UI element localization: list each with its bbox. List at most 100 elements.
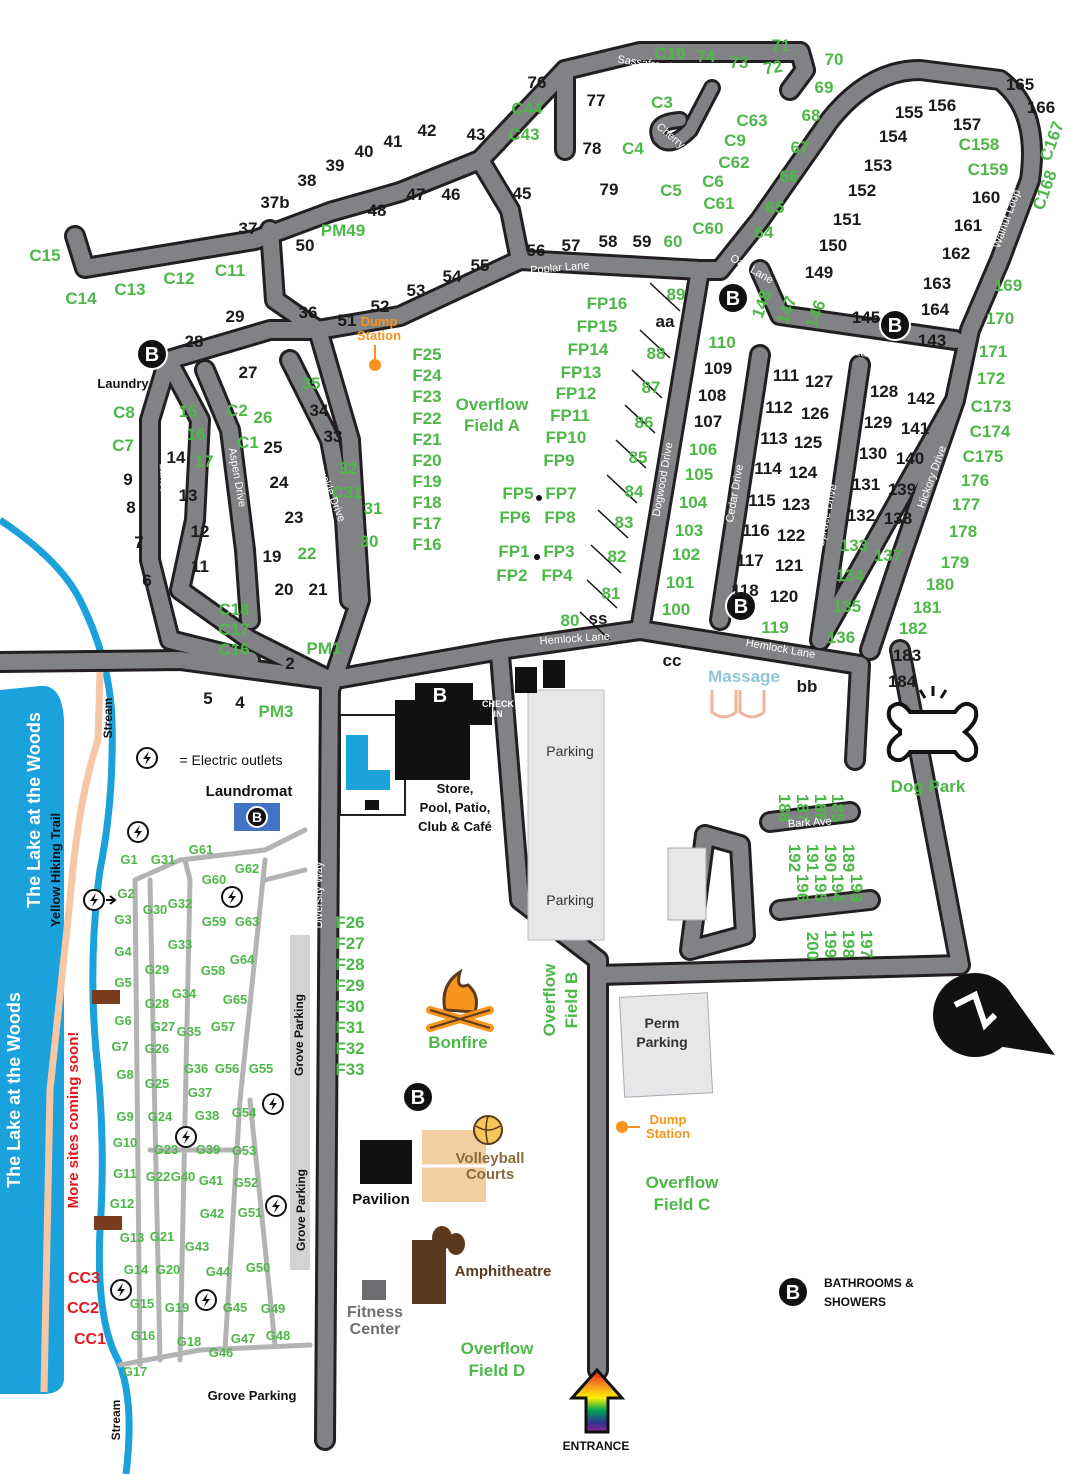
- site-122: 122: [777, 526, 805, 545]
- site-g28: G28: [145, 996, 170, 1011]
- site-g38: G38: [195, 1108, 220, 1123]
- site-56: 56: [527, 241, 546, 260]
- overflow-tick: [597, 509, 629, 539]
- site-c8: C8: [113, 403, 135, 422]
- site-g48: G48: [266, 1328, 291, 1343]
- site-g3: G3: [114, 912, 131, 927]
- site-170: 170: [986, 309, 1014, 328]
- site-179: 179: [941, 553, 969, 572]
- site-c4: C4: [622, 139, 644, 158]
- grove-parking-label-2: Grove Parking: [294, 1169, 308, 1251]
- stream: [0, 517, 133, 1474]
- site-g24: G24: [148, 1109, 173, 1124]
- site-110: 110: [708, 333, 735, 352]
- site-39: 39: [326, 156, 345, 175]
- upper-chestnut-drive-label: Upper Chestnut Drive: [380, 356, 410, 462]
- electric-outlets-legend-label: = Electric outlets: [179, 752, 282, 768]
- site-f27: F27: [335, 934, 364, 953]
- site-187: 187: [793, 794, 812, 822]
- site-c60: C60: [692, 219, 723, 238]
- site-67: 67: [791, 138, 810, 157]
- site-c14: C14: [65, 289, 97, 308]
- site-43: 43: [467, 125, 486, 144]
- site-100: 100: [662, 600, 690, 619]
- site-38: 38: [298, 171, 317, 190]
- site-c174: C174: [970, 422, 1011, 441]
- site-g9: G9: [116, 1109, 133, 1124]
- site-194: 194: [828, 874, 847, 903]
- site-190: 190: [821, 844, 840, 872]
- dump-station-pin-1: [369, 345, 381, 371]
- site-42: 42: [418, 121, 437, 140]
- site-c11: C11: [215, 261, 245, 280]
- site-126: 126: [801, 404, 829, 423]
- dump-station-pin-2: [616, 1121, 640, 1133]
- site-f25: F25: [412, 345, 441, 364]
- site-g10: G10: [113, 1135, 138, 1150]
- site-cc2: CC2: [67, 1300, 99, 1317]
- site-15: 15: [179, 402, 198, 421]
- site-g46: G46: [209, 1345, 234, 1360]
- site-fp14: FP14: [568, 340, 609, 359]
- site-115: 115: [748, 491, 775, 510]
- bathroom-icon: B: [246, 806, 268, 828]
- site-188: 188: [775, 794, 794, 822]
- footbridge-2: [94, 1216, 122, 1230]
- site-g41: G41: [199, 1173, 224, 1188]
- entrance-label: ENTRANCE: [563, 1439, 630, 1453]
- site-200: 200: [803, 932, 822, 960]
- site-g16: G16: [131, 1328, 156, 1343]
- site-20: 20: [275, 580, 294, 599]
- site-g34: G34: [172, 986, 197, 1001]
- bathroom-letter: B: [433, 685, 447, 707]
- site-162: 162: [942, 244, 970, 263]
- site-c44: C44: [511, 99, 543, 118]
- stream-label-upper: Stream: [101, 698, 115, 739]
- site-9: 9: [123, 470, 132, 489]
- site-197: 197: [857, 930, 876, 958]
- site-45: 45: [513, 184, 532, 203]
- site-177: 177: [952, 495, 980, 514]
- electric-outlet-icon: [221, 886, 243, 908]
- overflow-tick: [586, 579, 618, 609]
- site-53: 53: [407, 281, 426, 300]
- site-150: 150: [819, 236, 847, 255]
- site-g37: G37: [188, 1085, 213, 1100]
- site-fp8: FP8: [544, 508, 575, 527]
- site-pm1: PM1: [307, 639, 342, 658]
- site-133: 133: [840, 536, 868, 555]
- arrow-icon: [106, 895, 117, 905]
- site-119: 119: [761, 618, 788, 637]
- site-32: 32: [339, 459, 358, 478]
- site-g27: G27: [151, 1019, 176, 1034]
- overflow-tick: [639, 329, 671, 359]
- site-g61: G61: [189, 842, 214, 857]
- site-118: 118: [731, 581, 758, 600]
- bathrooms-legend-label: BATHROOMS &SHOWERS: [824, 1276, 914, 1309]
- site-f17: F17: [412, 514, 441, 533]
- site-120: 120: [770, 587, 798, 606]
- bathroom-icon: B: [717, 282, 749, 314]
- bathroom-icon: B: [402, 1081, 434, 1113]
- stream-label-lower: Stream: [109, 1400, 123, 1441]
- site-pm3: PM3: [259, 702, 294, 721]
- theatre-masks-icon: [432, 1226, 465, 1255]
- electric-outlet-icon: [136, 747, 158, 769]
- site-g65: G65: [223, 992, 248, 1007]
- laundromat-label: Laundromat: [206, 783, 293, 800]
- site-16: 16: [187, 425, 206, 444]
- site-g18: G18: [177, 1334, 202, 1349]
- site-g8: G8: [116, 1067, 133, 1082]
- bathroom-letter: B: [888, 315, 902, 337]
- bark-ave-label: Bark Ave: [788, 815, 833, 830]
- site-30: 30: [360, 532, 379, 551]
- site-fp13: FP13: [561, 363, 602, 382]
- site-c18: C18: [218, 600, 249, 619]
- electric-outlet-icon: [127, 821, 149, 843]
- site-36: 36: [299, 303, 318, 322]
